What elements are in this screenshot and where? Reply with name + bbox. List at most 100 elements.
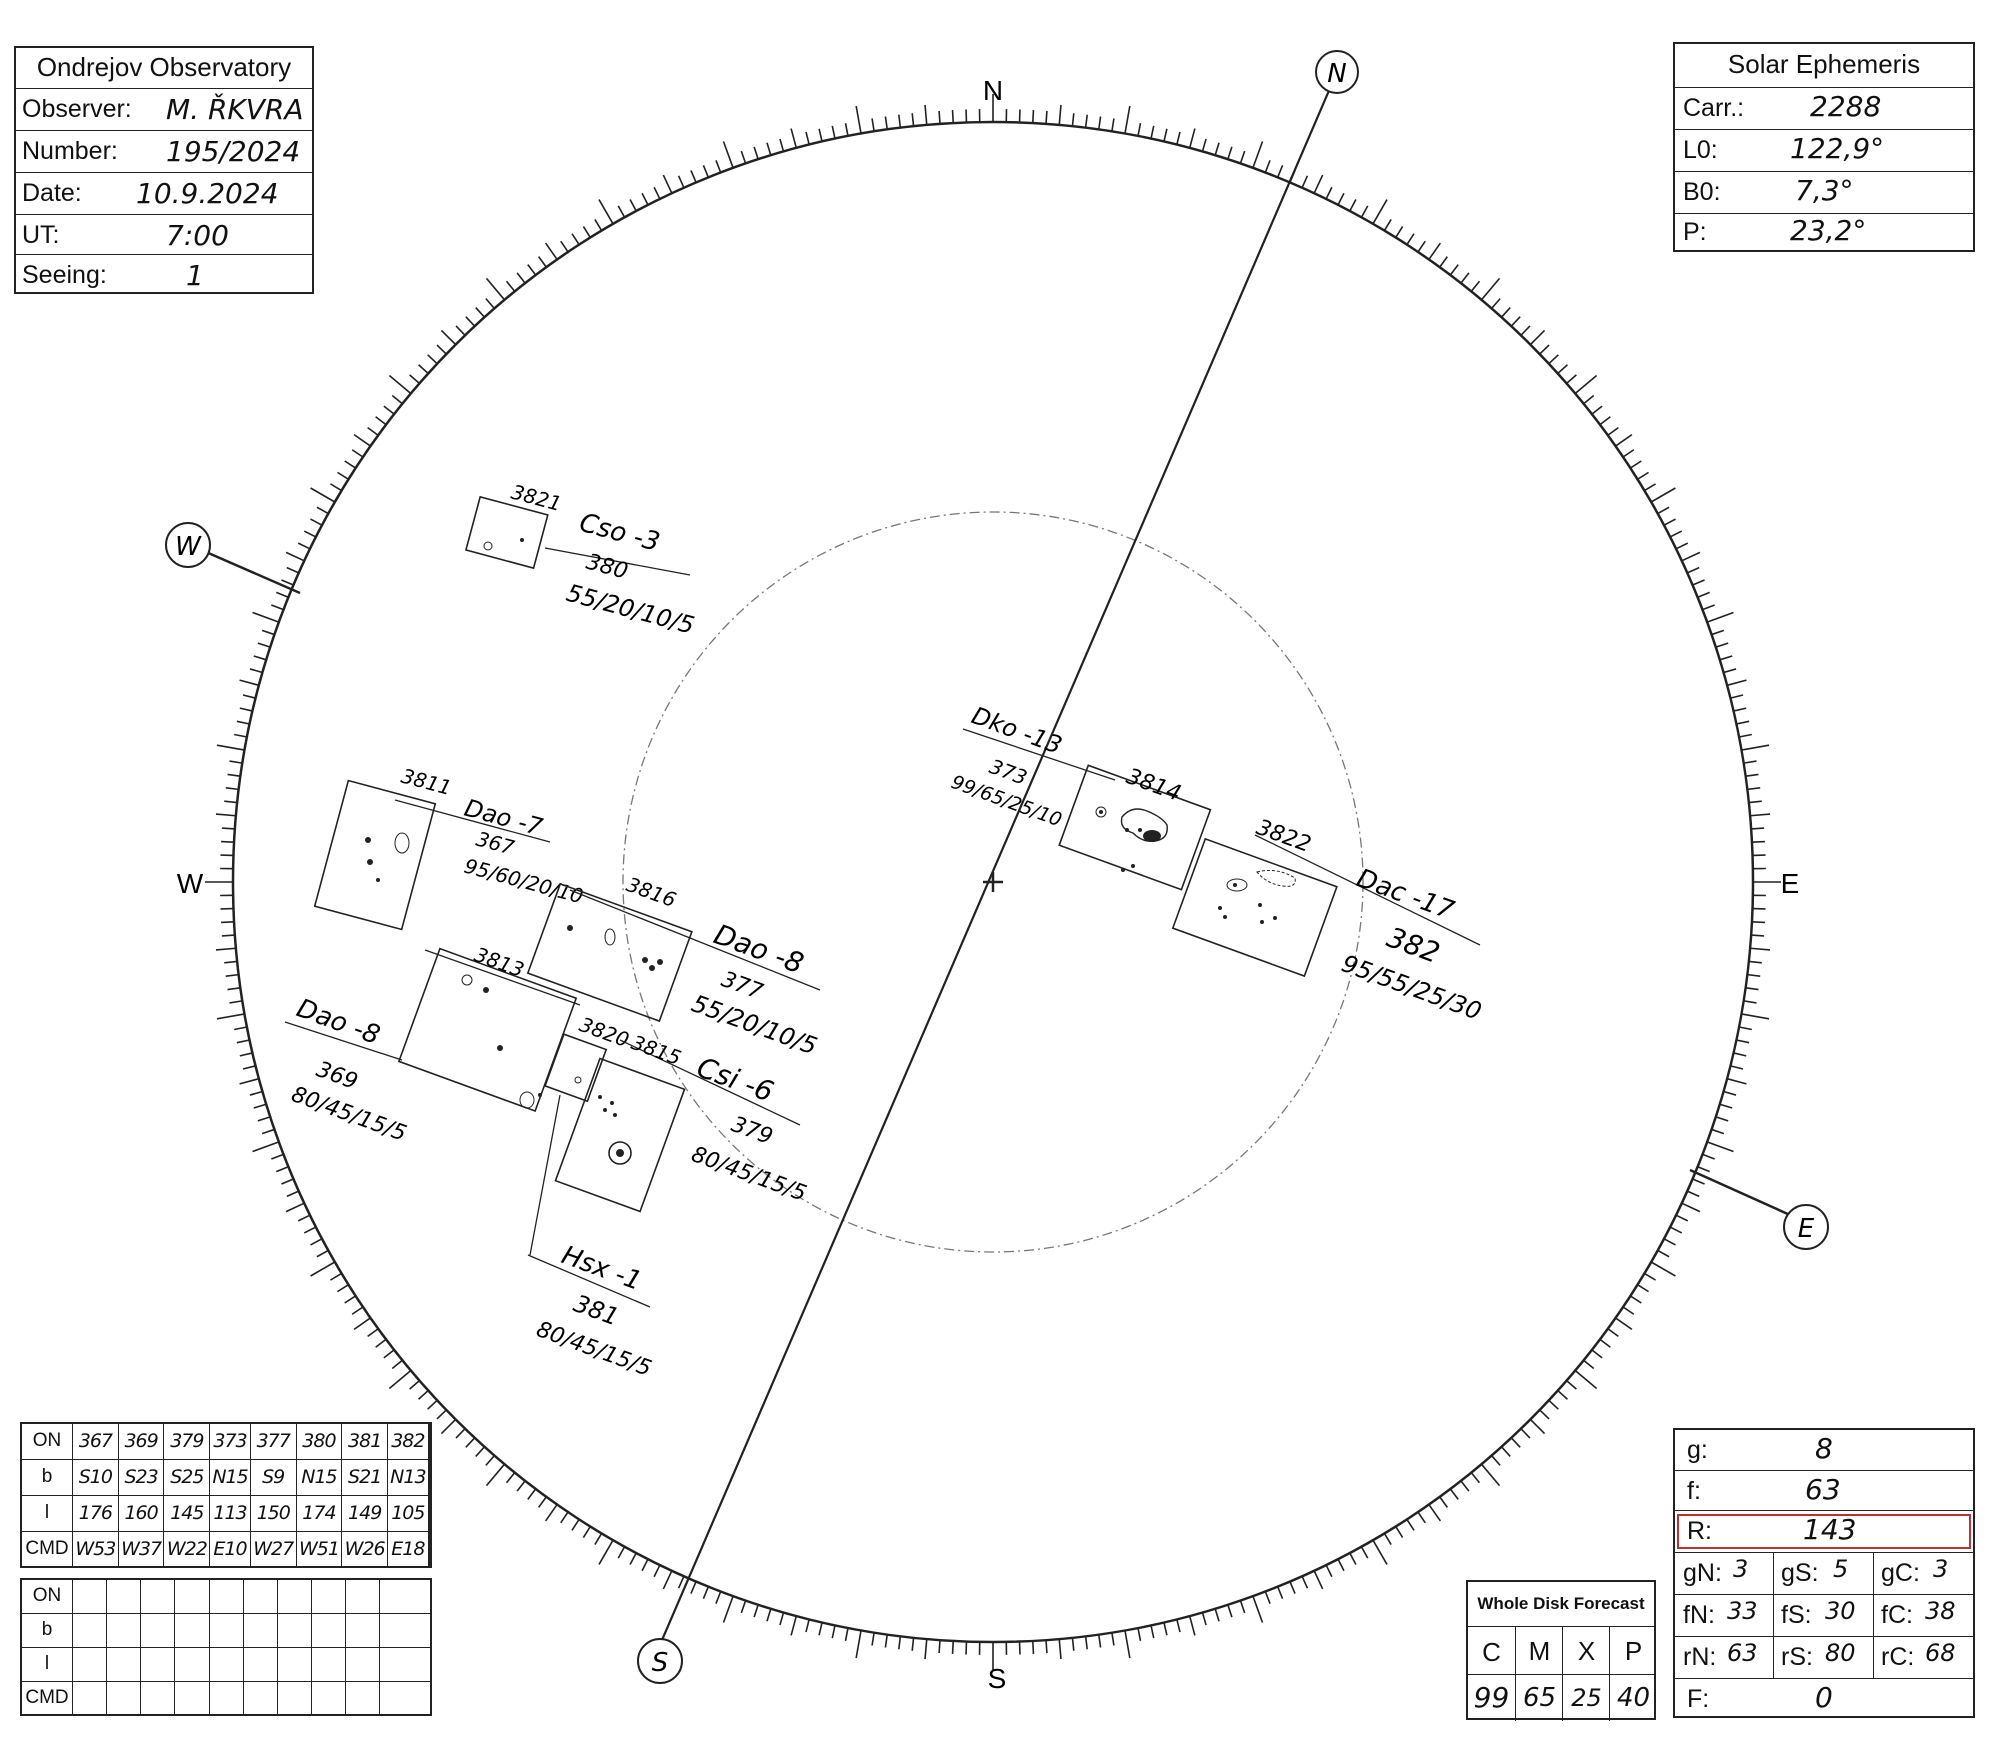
empty-positions-row-label: l [20,1646,73,1682]
degree-tick [582,226,591,238]
degree-tick [409,1380,420,1390]
degree-tick [805,131,810,145]
empty-positions-cell [345,1646,381,1682]
degree-tick [1599,416,1611,426]
degree-tick [391,1359,403,1370]
empty-positions-row-label: CMD [20,1680,73,1716]
empty-positions-cell [140,1612,176,1648]
degree-tick [1239,150,1246,164]
degree-tick [1417,240,1426,253]
positions-cell: 176 [72,1494,119,1532]
group-3821-number: 380 [583,550,630,585]
degree-tick [1629,460,1642,469]
empty-positions-cell [310,1680,347,1716]
degree-tick [911,113,915,127]
degree-tick [1163,128,1168,142]
degree-tick [1692,1178,1705,1185]
degree-tick [388,374,412,395]
group-3822-id: 3822 [1253,815,1314,858]
degree-tick [242,694,256,699]
p-row: P: 23,2° [1675,213,1973,251]
degree-tick [1264,160,1271,173]
degree-tick [1711,629,1725,636]
degree-tick [1548,1399,1559,1410]
degree-tick [740,1600,747,1614]
degree-tick [285,551,305,562]
degree-tick [527,264,537,276]
empty-positions-cell [106,1680,142,1716]
empty-positions-row: b [20,1612,432,1648]
degree-tick [1738,733,1752,738]
degree-tick [1491,298,1501,309]
empty-positions-cell [242,1646,278,1682]
degree-tick [1726,1077,1747,1085]
degree-tick [1137,1627,1142,1641]
degree-tick [1730,1065,1744,1070]
degree-tick [715,160,722,173]
degree-tick [351,449,364,458]
degree-tick [1751,934,1765,937]
positions-cell: W27 [249,1530,297,1568]
degree-tick [1349,199,1357,212]
degree-tick [1657,506,1670,515]
degree-tick [1583,394,1595,405]
positions-cell: S9 [249,1458,297,1496]
degree-tick [271,604,284,611]
degree-tick [316,506,329,515]
degree-tick [1715,1116,1729,1122]
limb-degree-ticks [205,94,1781,1670]
rotation-axis-line [651,71,1339,1662]
degree-tick [1337,192,1345,206]
degree-tick [1738,1026,1752,1031]
degree-tick [1428,242,1442,260]
l0-row: L0: 122,9° [1675,129,1973,171]
forecast-header-m: M [1515,1627,1563,1675]
degree-tick [239,1077,260,1085]
degree-tick [1188,1615,1196,1636]
degree-tick [1449,1488,1459,1500]
degree-tick [1137,123,1142,137]
empty-positions-cell [345,1612,381,1648]
degree-tick [1583,1359,1595,1370]
east-marker-line [1689,1168,1791,1217]
degree-tick [1084,1636,1088,1650]
degree-tick [1031,1640,1035,1654]
degree-tick [790,128,798,149]
degree-tick [1745,986,1759,991]
degree-tick [1500,1446,1511,1457]
degree-tick [1491,1455,1501,1466]
degree-tick [329,1272,342,1281]
positions-cell: 381 [341,1422,389,1460]
degree-tick [1214,1608,1220,1622]
degree-tick [831,125,836,139]
empty-positions-row-label: ON [20,1578,73,1614]
degree-tick [1669,1226,1683,1234]
degree-tick [790,1615,798,1636]
degree-tick [898,1636,902,1650]
degree-tick [239,679,260,687]
group-hsx-class: Hsx -1 [558,1240,646,1296]
group-3811: 3811 Dao -7 367 95/60/20/10 [313,764,586,931]
date-row: Date: 10.9.2024 [16,172,312,214]
degree-tick [221,840,235,844]
degree-tick [475,307,486,318]
positions-cell: 382 [387,1422,429,1460]
degree-tick [662,1570,673,1590]
empty-positions-cell [140,1578,176,1614]
degree-tick [766,1608,772,1622]
empty-positions-cell [379,1612,432,1648]
degree-tick [1150,1625,1155,1639]
whole-disk-forecast-box: Whole Disk Forecast C M X P 99 65 25 40 [1466,1580,1656,1721]
degree-tick [1566,374,1577,384]
empty-positions-cell [140,1646,176,1682]
degree-tick [303,1226,317,1234]
degree-tick [1697,591,1711,599]
degree-tick [221,934,235,937]
degree-tick [367,426,379,436]
degree-tick [1747,787,1761,791]
empty-positions-row: CMD [20,1680,432,1716]
